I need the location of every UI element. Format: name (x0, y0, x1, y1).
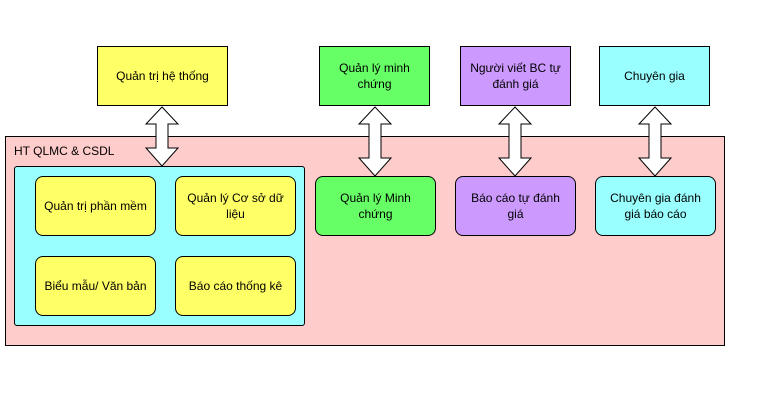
core-database-admin-label: Quản lý Cơ sở dữ liệu (187, 191, 284, 221)
module-self-assessment-label: Báo cáo tự đánh giá (471, 191, 560, 221)
core-statistics: Báo cáo thống kê (175, 256, 296, 316)
actor-evidence-manager: Quản lý minh chứng (319, 46, 430, 106)
core-software-admin-label: Quản trị phần mềm (44, 199, 147, 213)
core-forms-docs: Biểu mẫu/ Văn bản (35, 256, 156, 316)
core-forms-docs-label: Biểu mẫu/ Văn bản (44, 279, 147, 293)
actor-expert-label: Chuyên gia (624, 69, 685, 83)
module-self-assessment: Báo cáo tự đánh giá (455, 176, 576, 236)
system-label: HT QLMC & CSDL (14, 144, 115, 158)
core-statistics-label: Báo cáo thống kê (188, 279, 283, 293)
actor-report-writer: Người viết BC tự đánh giá (460, 46, 571, 106)
actor-evidence-manager-label: Quản lý minh chứng (339, 61, 410, 91)
actor-admin: Quản trị hệ thống (97, 46, 228, 106)
actor-expert: Chuyên gia (599, 46, 710, 106)
module-evidence-label: Quản lý Minh chứng (340, 191, 411, 221)
module-expert-review: Chuyên gia đánh giá báo cáo (595, 176, 716, 236)
module-evidence: Quản lý Minh chứng (315, 176, 436, 236)
core-software-admin: Quản trị phần mềm (35, 176, 156, 236)
actor-report-writer-label: Người viết BC tự đánh giá (470, 61, 561, 91)
core-database-admin: Quản lý Cơ sở dữ liệu (175, 176, 296, 236)
module-expert-review-label: Chuyên gia đánh giá báo cáo (610, 191, 701, 221)
actor-admin-label: Quản trị hệ thống (116, 69, 209, 83)
